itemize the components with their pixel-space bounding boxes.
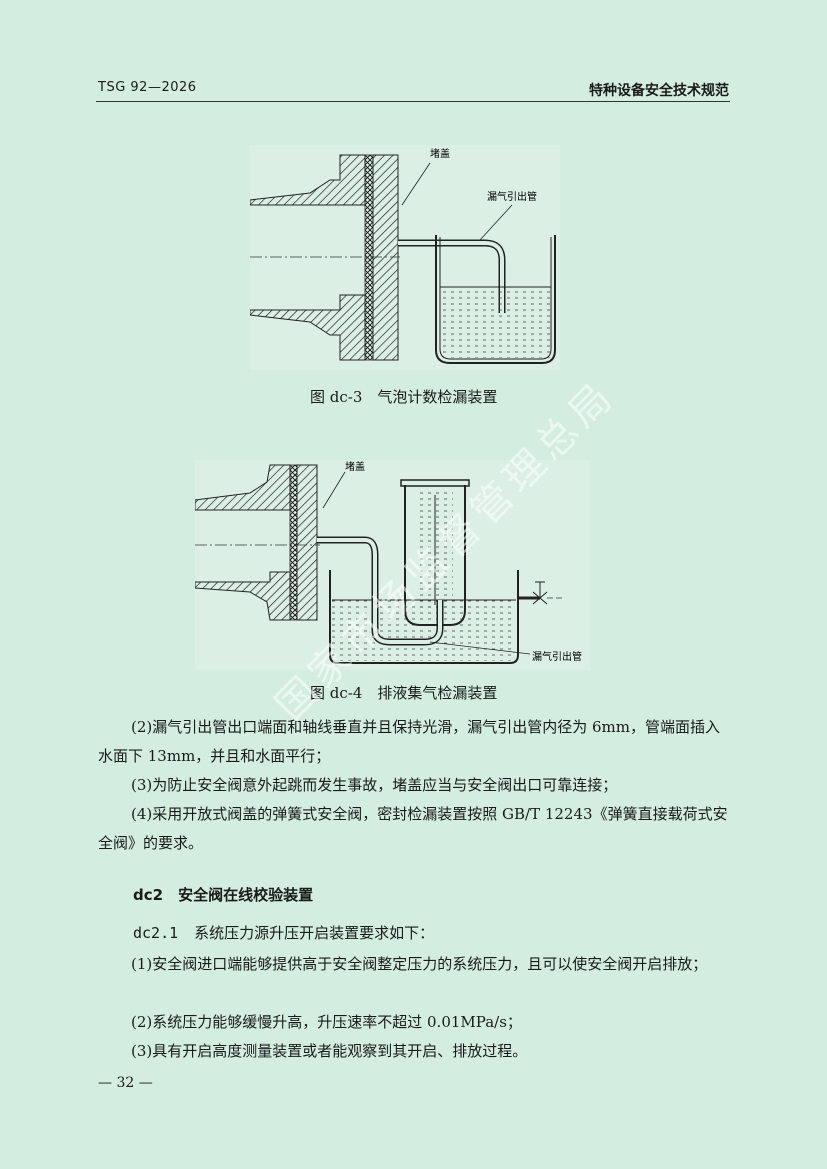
figure3-label-cap: 堵盖 (430, 147, 450, 160)
header-standard-code: TSG 92—2026 (98, 80, 197, 95)
figure-dc3-bubble-count-leak-detector: 堵盖 漏气引出管 (250, 145, 560, 370)
requirement-item-2: (2)系统压力能够缓慢升高，升压速率不超过 0.01MPa/s； (131, 1013, 522, 1031)
figure-dc4-drain-gas-collection-leak-detector: 堵盖 漏气引出管 (195, 460, 590, 670)
requirement-item-1: (1)安全阀进口端能够提供高于安全阀整定压力的系统压力，且可以使安全阀开启排放； (131, 955, 708, 973)
figure4-label-leak-pipe: 漏气引出管 (532, 650, 582, 663)
header-divider (96, 101, 730, 102)
figure4-caption: 图 dc-4 排液集气检漏装置 (310, 684, 498, 702)
figure3-caption: 图 dc-3 气泡计数检漏装置 (310, 388, 498, 406)
subsection-heading-dc2-1: dc2.1 系统压力源升压开启装置要求如下： (133, 922, 434, 943)
paragraph-item-2: (2)漏气引出管出口端面和轴线垂直并且保持光滑，漏气引出管内径为 6mm，管端面… (98, 718, 721, 765)
figure4-label-cap: 堵盖 (345, 460, 365, 473)
paragraph-item-3: (3)为防止安全阀意外起跳而发生事故，堵盖应当与安全阀出口可靠连接； (131, 776, 618, 794)
figure3-label-leak-pipe: 漏气引出管 (487, 190, 537, 203)
section-heading-dc2: dc2 安全阀在线校验装置 (133, 886, 314, 904)
subsection-text: 系统压力源升压开启装置要求如下： (194, 924, 435, 942)
page-number: — 32 — (98, 1075, 153, 1091)
header-document-type: 特种设备安全技术规范 (589, 83, 729, 99)
requirement-item-3: (3)具有开启高度测量装置或者能观察到其开启、排放过程。 (131, 1042, 528, 1060)
paragraph-item-4: (4)采用开放式阀盖的弹簧式安全阀，密封检漏装置按照 GB/T 12243《弹簧… (98, 805, 728, 852)
subsection-number: dc2.1 (133, 924, 179, 942)
